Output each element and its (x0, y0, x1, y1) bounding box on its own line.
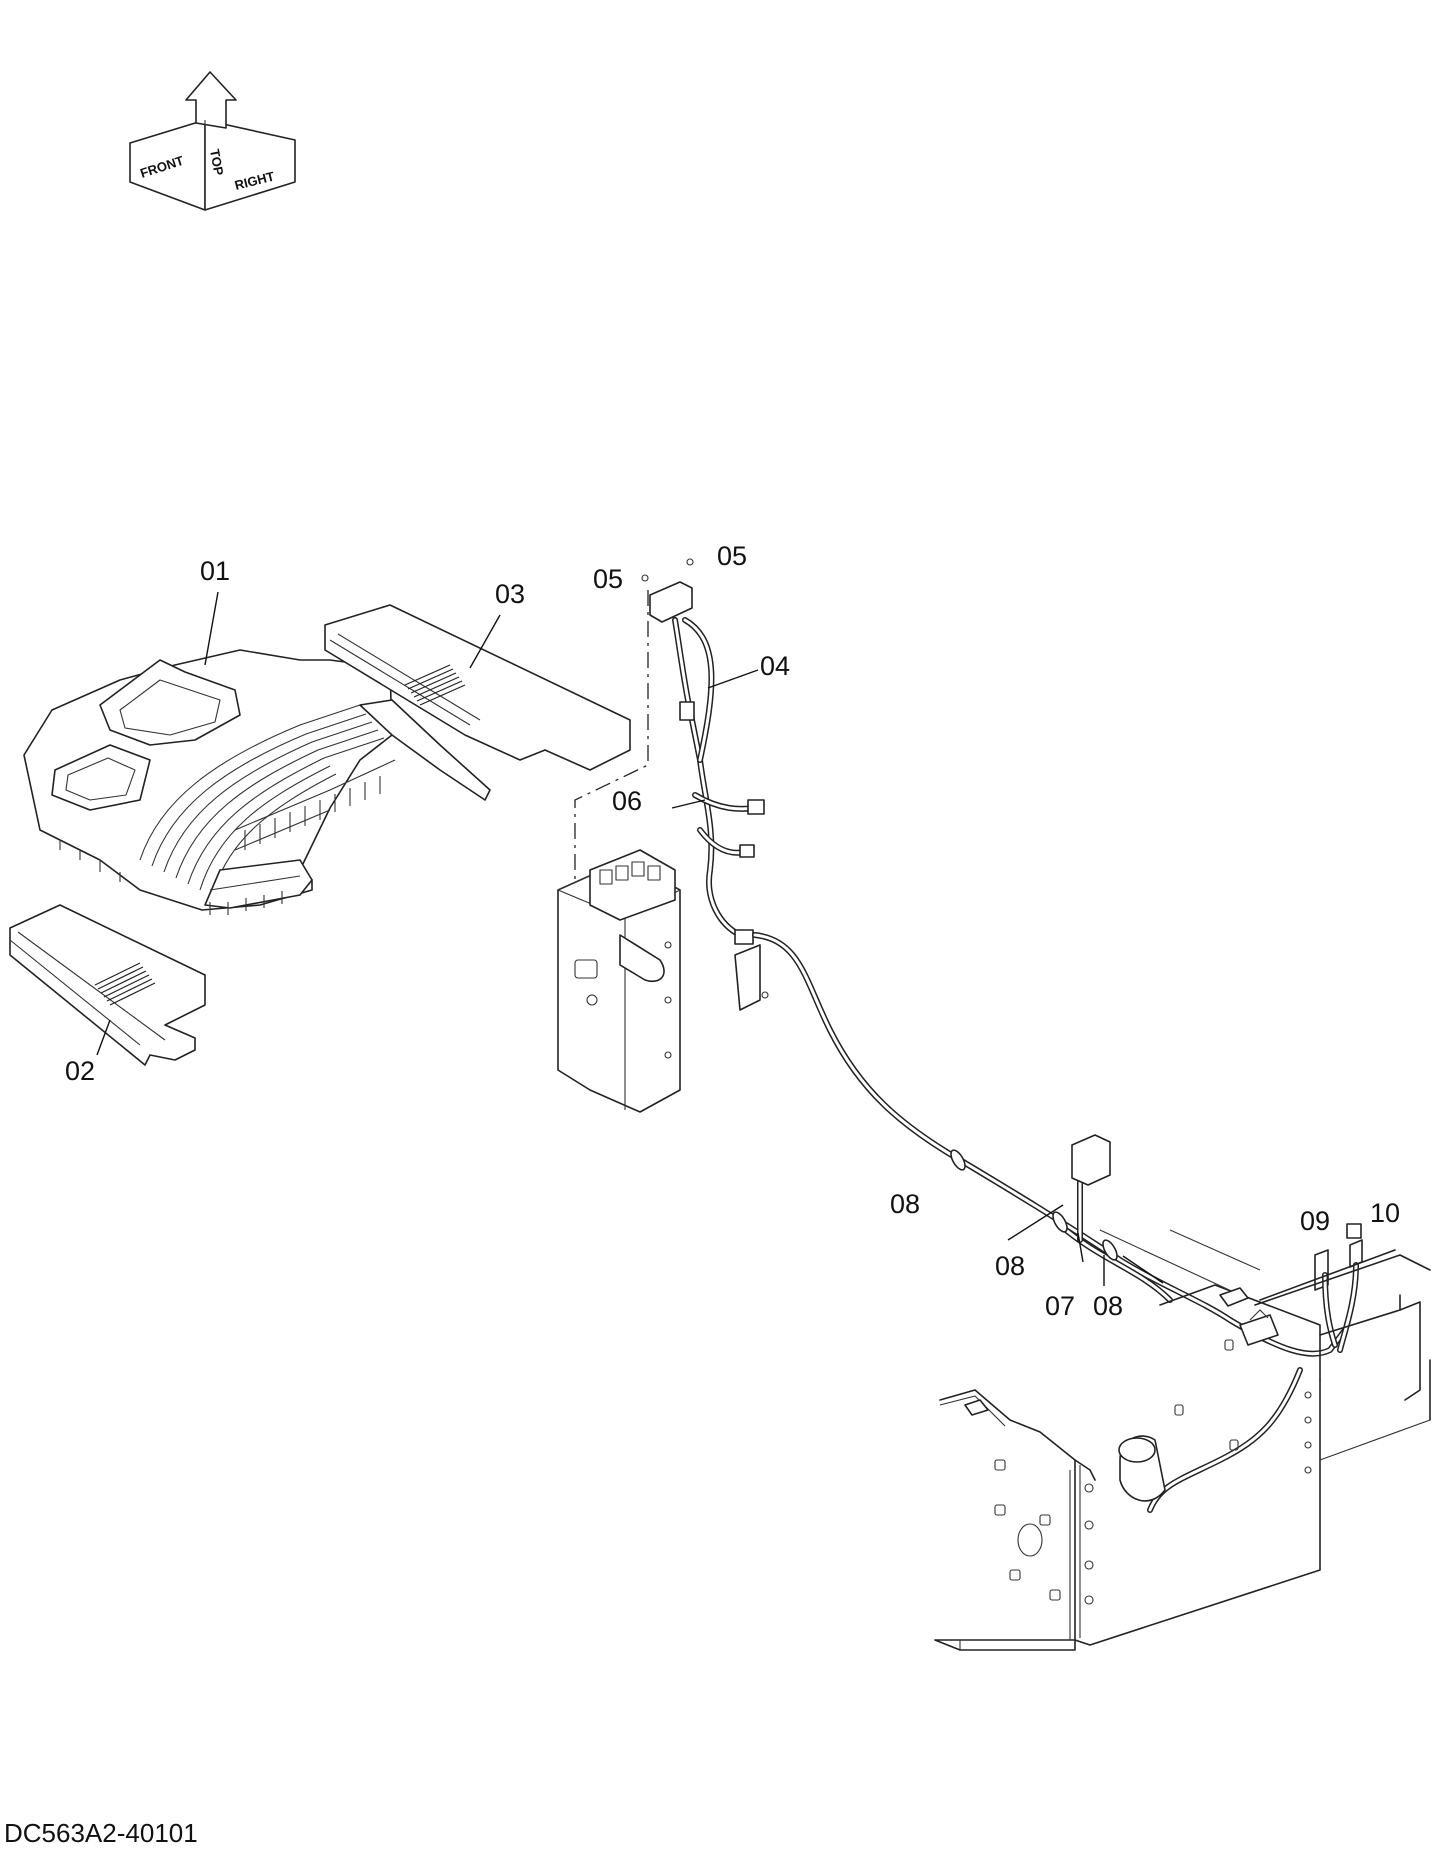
orientation-arrow-icon: FRONT TOP RIGHT (129, 71, 296, 211)
callout-04: 04 (760, 651, 790, 681)
callout-06: 06 (612, 786, 642, 816)
callout-03: 03 (495, 579, 525, 609)
console-box (557, 849, 681, 1113)
wiring-harness-07 (752, 932, 1348, 1513)
callout-10: 10 (1370, 1198, 1400, 1228)
callout-01: 01 (200, 556, 230, 586)
callout-09: 09 (1300, 1206, 1330, 1236)
wiring-harness-04 (641, 558, 769, 1011)
relay-bracket-09 (1314, 1249, 1338, 1348)
drawing-code: DC563A2-40101 (4, 1818, 198, 1848)
leader-lines (96, 591, 1164, 1286)
callout-02: 02 (65, 1056, 95, 1086)
callout-08-a: 08 (890, 1189, 920, 1219)
callout-05-right: 05 (717, 541, 747, 571)
chassis-frame (934, 1229, 1431, 1651)
callout-labels: 01 02 03 04 05 05 06 07 08 08 08 09 10 (65, 541, 1400, 1321)
floor-mat-main (23, 649, 491, 915)
floor-mat-rear (324, 604, 631, 771)
callout-05-left: 05 (593, 564, 623, 594)
callout-08-b: 08 (995, 1251, 1025, 1281)
floor-mat-front (9, 904, 206, 1066)
callout-07: 07 (1045, 1291, 1075, 1321)
relay-10 (1337, 1223, 1363, 1353)
orientation-top-label: TOP (207, 148, 226, 177)
callout-08-c: 08 (1093, 1291, 1123, 1321)
